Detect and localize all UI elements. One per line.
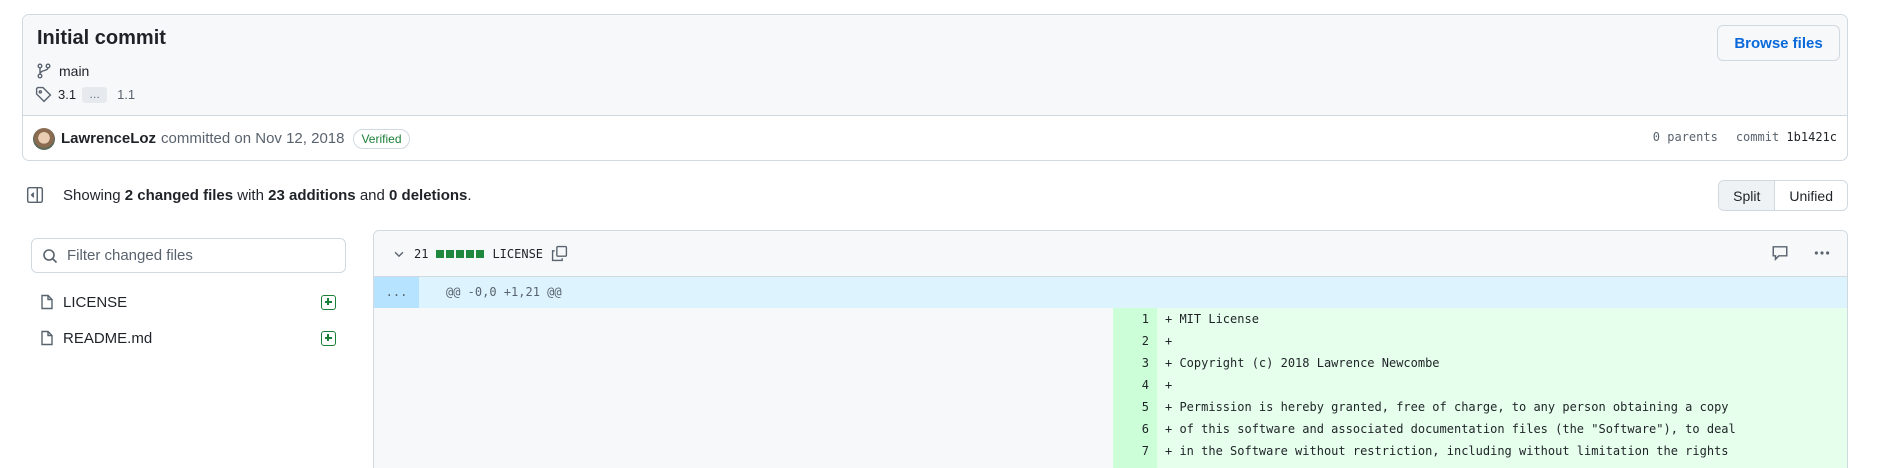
- file-diff-header: 21 LICENSE: [374, 231, 1847, 277]
- diff-line: 2 +: [1113, 330, 1847, 352]
- diff-line: 5 + Permission is hereby granted, free o…: [1113, 396, 1847, 418]
- diff-line: 7 + in the Software without restriction,…: [1113, 440, 1847, 462]
- expand-hunk-button[interactable]: ...: [374, 277, 419, 308]
- line-code: + MIT License: [1165, 312, 1259, 326]
- chevron-down-icon[interactable]: [392, 247, 406, 261]
- hunk-header: ... @@ -0,0 +1,21 @@: [374, 277, 1847, 308]
- file-added-icon: [321, 294, 336, 310]
- line-number[interactable]: 7: [1141, 444, 1149, 458]
- diff-right-side: 1 + MIT License 2 + 3 + Copyright (c) 20…: [1113, 308, 1847, 468]
- file-tree-item-readme[interactable]: README.md: [40, 326, 340, 350]
- stats-with: with: [237, 187, 264, 204]
- line-code: +: [1165, 378, 1173, 392]
- branch-name[interactable]: main: [59, 63, 90, 79]
- stats-and: and: [359, 187, 385, 204]
- line-number[interactable]: 2: [1141, 334, 1149, 348]
- diff-line: 6 + of this software and associated docu…: [1113, 418, 1847, 440]
- tag-latest[interactable]: 3.1: [58, 87, 77, 102]
- stats-files: 2 changed files: [124, 187, 234, 204]
- sidebar-collapse-icon[interactable]: [26, 186, 44, 204]
- comment-icon[interactable]: [1771, 244, 1789, 262]
- line-code: + Copyright (c) 2018 Lawrence Newcombe: [1165, 356, 1440, 370]
- git-branch-icon: [37, 63, 51, 79]
- commit-summary: Initial commit main 3.1 … 1.1 Browse fil…: [23, 15, 1847, 116]
- diff-line-count: 21: [414, 246, 429, 261]
- diffstat-bar: [466, 249, 475, 258]
- unified-view-button[interactable]: Unified: [1789, 187, 1833, 204]
- kebab-horizontal-icon[interactable]: [1813, 244, 1831, 262]
- tags-expand-button[interactable]: …: [82, 86, 108, 103]
- commit-author-row: LawrenceLoz committed on Nov 12, 2018 Ve…: [23, 116, 1847, 160]
- file-name: LICENSE: [63, 293, 128, 311]
- diffstat-bar: [456, 249, 465, 258]
- file-icon: [41, 294, 53, 310]
- filter-files-field: [31, 238, 346, 273]
- author-avatar[interactable]: [33, 127, 55, 150]
- diffstat-bars: [436, 249, 485, 258]
- commit-meta: 0 parents commit 1b1421c: [1653, 130, 1837, 144]
- commit-date: committed on Nov 12, 2018: [161, 130, 345, 147]
- line-code: + in the Software without restriction, i…: [1165, 444, 1729, 458]
- file-diff-license: 21 LICENSE ... @@ -0,0 +1,21 @@ 1 + MIT …: [373, 230, 1848, 468]
- line-number-gutter: [1113, 308, 1157, 468]
- split-view-button[interactable]: Split: [1719, 181, 1776, 210]
- diffstat-bar: [476, 249, 485, 258]
- author-link[interactable]: LawrenceLoz: [61, 130, 157, 147]
- browse-files-button[interactable]: Browse files: [1717, 25, 1840, 61]
- stats-deletions: 0 deletions: [389, 187, 468, 204]
- diff-header-actions: [1771, 244, 1831, 262]
- stats-prefix: Showing: [63, 187, 121, 204]
- line-number[interactable]: 5: [1141, 400, 1149, 414]
- line-code: +: [1165, 334, 1173, 348]
- line-number[interactable]: 6: [1141, 422, 1149, 436]
- diff-stats: Showing 2 changed files with 23 addition…: [63, 187, 472, 204]
- commit-header-card: Initial commit main 3.1 … 1.1 Browse fil…: [22, 14, 1848, 161]
- parents-count: 0 parents: [1652, 130, 1718, 144]
- stats-suffix: .: [467, 187, 472, 204]
- filter-files-input[interactable]: [67, 247, 327, 264]
- branch-row: main: [37, 63, 89, 79]
- diff-line: 1 + MIT License: [1113, 308, 1847, 330]
- diff-line: 4 +: [1113, 374, 1847, 396]
- search-icon: [43, 248, 58, 263]
- hunk-header-text: @@ -0,0 +1,21 @@: [446, 285, 562, 299]
- file-added-icon: [321, 330, 336, 346]
- commit-sha-wrap: commit 1b1421c: [1736, 130, 1837, 144]
- commit-label: commit: [1735, 130, 1780, 144]
- stats-additions: 23 additions: [268, 187, 356, 204]
- diffstat-bar: [436, 249, 445, 258]
- tags-row: 3.1 … 1.1: [35, 86, 135, 103]
- diff-line: 3 + Copyright (c) 2018 Lawrence Newcombe: [1113, 352, 1847, 374]
- commit-title: Initial commit: [37, 27, 166, 49]
- verified-badge[interactable]: Verified: [353, 128, 410, 149]
- tag-icon: [35, 86, 52, 103]
- commit-sha: 1b1421c: [1786, 130, 1837, 144]
- diffstat-bar: [446, 249, 455, 258]
- file-icon: [41, 330, 53, 346]
- tag-oldest[interactable]: 1.1: [117, 87, 136, 102]
- line-code: + Permission is hereby granted, free of …: [1165, 400, 1729, 414]
- line-number[interactable]: 1: [1141, 312, 1149, 326]
- file-tree-item-license[interactable]: LICENSE: [40, 290, 340, 314]
- diff-left-empty: [374, 308, 1113, 468]
- copy-icon[interactable]: [551, 245, 568, 262]
- diff-view-toggle: Split Unified: [1718, 180, 1848, 211]
- file-name: README.md: [63, 329, 153, 347]
- line-number[interactable]: 3: [1141, 356, 1149, 370]
- line-code: + of this software and associated docume…: [1165, 422, 1736, 436]
- line-number[interactable]: 4: [1141, 378, 1149, 392]
- diff-file-name[interactable]: LICENSE: [492, 246, 544, 261]
